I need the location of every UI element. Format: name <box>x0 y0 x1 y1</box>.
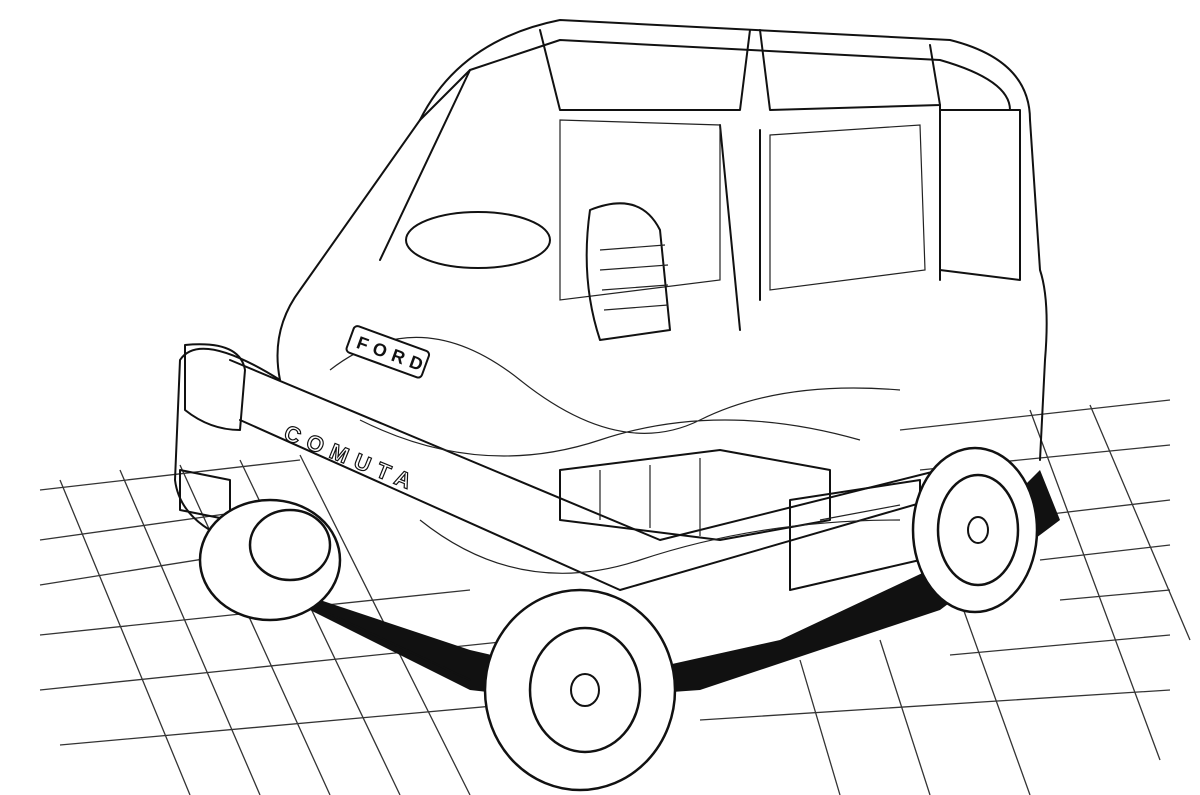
rear-right-wheel <box>911 446 1039 614</box>
floor-grid <box>39 399 1191 795</box>
car-body <box>174 19 1048 681</box>
steering-wheel <box>405 211 551 269</box>
dashboard-badge: FORD <box>345 325 431 379</box>
front-left-wheel <box>198 498 342 622</box>
front-right-wheel <box>483 588 677 792</box>
ground-shadow <box>230 470 1060 700</box>
